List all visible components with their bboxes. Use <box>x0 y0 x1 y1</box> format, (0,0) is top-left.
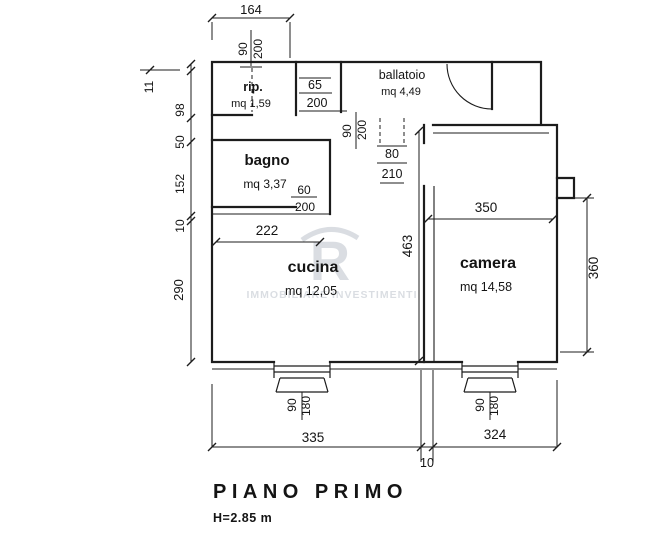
dim-cucina-width: 222 <box>256 223 279 238</box>
watermark: R IMMOBILIARE INVESTIMENTI <box>247 227 418 301</box>
room-label-bagno: bagno <box>245 152 290 169</box>
dim-hall-door-h: 200 <box>355 120 369 140</box>
room-label-rip: rip. <box>243 80 262 94</box>
dimension-lines <box>140 17 594 462</box>
dim-camera-door-h: 210 <box>382 167 403 181</box>
dim-left-wall: 10 <box>173 219 187 233</box>
dim-entry-door-w: 65 <box>308 78 322 92</box>
thin-walls <box>212 63 557 370</box>
right-notch-wall <box>555 176 576 200</box>
door-fraction-bars <box>240 30 491 420</box>
dim-left-offset: 11 <box>142 80 156 93</box>
dim-entry-door-h: 200 <box>307 96 328 110</box>
inner-wall-lines <box>212 132 557 370</box>
dim-left-bagno-height: 152 <box>173 174 187 194</box>
bagno-walls <box>210 138 332 216</box>
watermark-swoosh-icon <box>300 227 360 243</box>
dim-bottom-right: 324 <box>484 427 507 442</box>
room-area-camera: mq 14,58 <box>460 280 512 294</box>
walls <box>210 60 576 364</box>
window-1 <box>273 362 331 393</box>
dim-camera-width: 350 <box>475 200 498 215</box>
dim-bagno-door-w: 60 <box>297 183 311 197</box>
watermark-logo-icon: R <box>310 229 350 292</box>
room-label-ballatoio: ballatoio <box>379 68 426 82</box>
dim-left-rip-height: 98 <box>173 103 187 117</box>
rip-walls <box>210 60 298 117</box>
hidden-lines <box>251 68 405 145</box>
dim-camera-door-w: 80 <box>385 147 399 161</box>
dim-left-cucina-height: 290 <box>171 279 186 301</box>
room-area-cucina: mq 12,05 <box>285 284 337 298</box>
dim-window2-h: 180 <box>487 396 501 416</box>
room-area-ballatoio: mq 4,49 <box>381 86 421 98</box>
dim-window1-w: 90 <box>285 398 299 412</box>
entry-door-arc <box>446 63 493 110</box>
dim-bottom-line <box>211 370 558 462</box>
tick-marks <box>145 13 592 452</box>
dim-window1-h: 180 <box>299 396 313 416</box>
room-area-bagno: mq 3,37 <box>243 177 287 191</box>
dim-camera-height: 360 <box>586 257 601 280</box>
dim-rip-door-w: 90 <box>236 42 250 56</box>
dim-hall-door-w: 90 <box>340 124 354 138</box>
outer-walls <box>210 60 559 364</box>
dim-window2-w: 90 <box>473 398 487 412</box>
room-label-camera: camera <box>460 255 516 272</box>
dim-rip-door-h: 200 <box>251 39 265 59</box>
ceiling-height-note: H=2.85 m <box>213 511 272 525</box>
dim-top-width: 164 <box>240 2 262 17</box>
dimension-ticks <box>145 13 592 452</box>
watermark-text: IMMOBILIARE INVESTIMENTI <box>247 289 418 301</box>
windows <box>273 362 519 393</box>
dim-360-line <box>560 197 594 353</box>
dim-bottom-left: 335 <box>302 430 325 445</box>
dim-bagno-door-h: 200 <box>295 200 315 214</box>
room-area-rip: mq 1,59 <box>231 98 271 110</box>
dim-top-line <box>211 17 291 58</box>
page-title: PIANO PRIMO <box>213 481 408 503</box>
window-2 <box>461 362 519 393</box>
dim-left-gap: 50 <box>173 135 187 149</box>
dim-left-chain-line <box>140 64 192 362</box>
dim-inner-height: 463 <box>400 235 415 258</box>
room-label-cucina: cucina <box>288 259 339 276</box>
dim-wall-thickness: 10 <box>420 456 434 470</box>
